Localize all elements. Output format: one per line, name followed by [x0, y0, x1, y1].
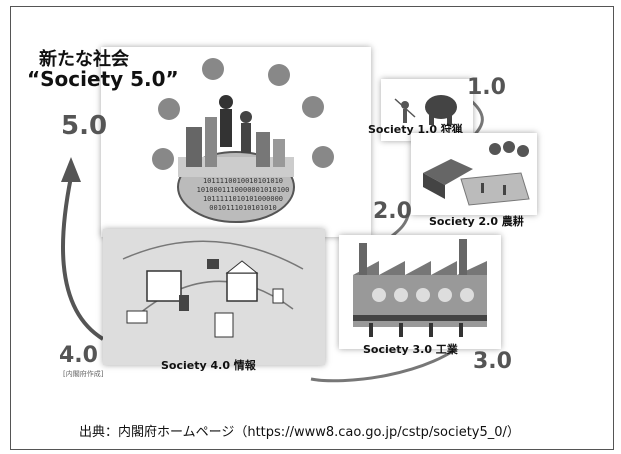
society-1-card: [381, 79, 473, 141]
number-2-0: 2.0: [373, 199, 412, 224]
society-5-card: 1011110010010101010 10100011100000010101…: [101, 47, 371, 237]
society-2-label: Society 2.0 農耕: [429, 215, 524, 228]
title-line-2: “Society 5.0”: [27, 67, 179, 91]
number-4-0: 4.0: [59, 343, 98, 368]
society-3-label: Society 3.0 工業: [363, 343, 458, 356]
flow-arrows: [61, 97, 484, 383]
figure-frame: 1011110010010101010 10100011100000010101…: [10, 6, 614, 450]
society-4-card: [103, 229, 325, 365]
binary-line: 0010111010101010: [209, 204, 277, 212]
source-citation: 出典：内閣府ホームページ（https://www8.cao.go.jp/cstp…: [79, 425, 520, 440]
binary-line: 1010001110000001010100: [196, 186, 290, 194]
number-1-0: 1.0: [467, 75, 506, 100]
number-3-0: 3.0: [473, 349, 512, 374]
industry-illustration: [353, 239, 487, 337]
society-5-illustration: [152, 58, 334, 223]
number-5-0: 5.0: [61, 111, 108, 141]
farming-illustration: [423, 141, 530, 206]
creator-note: [内閣府作成]: [63, 370, 104, 378]
title-line-1: 新たな社会: [39, 49, 129, 70]
society-2-card: [411, 133, 537, 215]
binary-line: 1011110010010101010: [202, 177, 284, 185]
binary-stream: 1011110010010101010 10100011100000010101…: [193, 177, 293, 213]
information-illustration: [103, 229, 325, 365]
hunting-illustration: [394, 95, 457, 125]
society-3-card: [339, 235, 501, 349]
binary-line: 1011111010101000000: [202, 195, 284, 203]
society-4-label: Society 4.0 情報: [161, 359, 256, 372]
society-1-label: Society 1.0 狩猟: [368, 123, 463, 136]
